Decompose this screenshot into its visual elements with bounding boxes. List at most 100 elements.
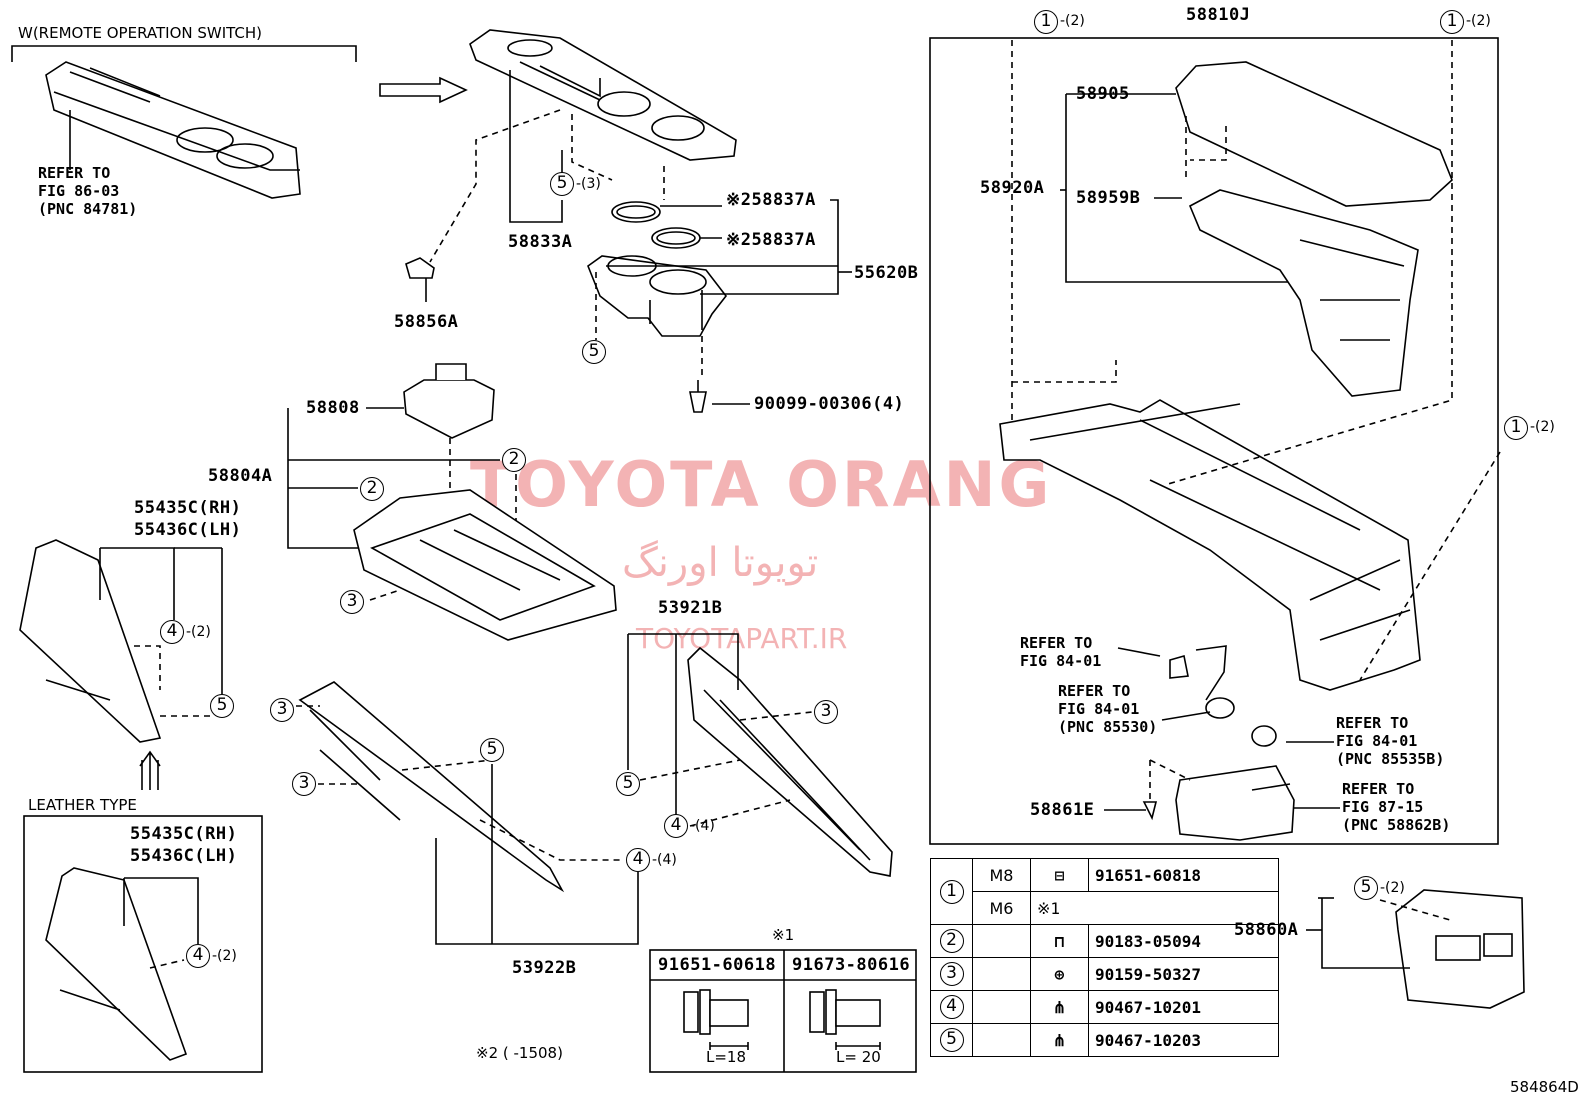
part-55435C-leather[interactable]: 55435C(RH)	[130, 824, 238, 844]
part-58837A-upper[interactable]: ※258837A	[726, 190, 816, 210]
callout-4[interactable]: 4	[664, 814, 688, 838]
legend-part-number[interactable]: ※1	[1030, 891, 1279, 925]
callout-qty: -(3)	[576, 176, 601, 192]
rear-vent-panel-illustration	[1395, 889, 1525, 1009]
upper-console-panel-illustration	[469, 29, 737, 161]
callout-3[interactable]: 3	[340, 590, 364, 614]
part-58837A-lower[interactable]: ※258837A	[726, 230, 816, 250]
watermark-url: TOYOTAPART.IR	[636, 622, 848, 655]
callout-4[interactable]: 4	[626, 848, 650, 872]
watermark-brand: TOYOTA ORANG	[470, 448, 1053, 521]
legend-num-cell: 2	[930, 924, 973, 958]
callout-1[interactable]: 1	[1440, 10, 1464, 34]
refer-fig-87-15[interactable]: REFER TO FIG 87-15 (PNC 58862B)	[1342, 780, 1450, 834]
part-58905[interactable]: 58905	[1076, 84, 1130, 104]
legend-row: 4 ⋔ 90467-10201	[930, 990, 1279, 1024]
legend-callout: 3	[939, 962, 964, 986]
part-58810J[interactable]: 58810J	[1186, 5, 1251, 25]
callout-4[interactable]: 4	[160, 620, 184, 644]
fastener-legend-table: 1 M8 ⊟ 91651-60818 M6 ※1 2 ⊓ 90183-05094…	[930, 858, 1279, 1057]
part-58959B[interactable]: 58959B	[1076, 188, 1141, 208]
callout-5[interactable]: 5	[616, 772, 640, 796]
ref-line: REFER TO	[1020, 634, 1093, 652]
callout-qty: -(2)	[1060, 13, 1085, 29]
console-tray-illustration	[1175, 765, 1295, 841]
side-panel-illustration	[19, 539, 162, 743]
part-58804A[interactable]: 58804A	[208, 466, 273, 486]
legend-callout: 5	[939, 1028, 964, 1052]
part-58861E[interactable]: 58861E	[1030, 800, 1095, 820]
part-58833A[interactable]: 58833A	[508, 232, 573, 252]
legend-row: 3 ⊕ 90159-50327	[930, 957, 1279, 991]
part-55436C-leather[interactable]: 55436C(LH)	[130, 846, 238, 866]
legend-part-number[interactable]: 90183-05094	[1088, 924, 1279, 958]
callout-2[interactable]: 2	[360, 477, 384, 501]
push-clip-icon: ⋔	[1030, 990, 1089, 1024]
legend-part-number[interactable]: 91651-60818	[1088, 858, 1279, 892]
callout-3[interactable]: 3	[814, 700, 838, 724]
part-90099-00306[interactable]: 90099-00306(4)	[754, 394, 905, 414]
legend-size	[972, 957, 1031, 991]
refer-fig-84-01-b[interactable]: REFER TO FIG 84-01 (PNC 85530)	[1058, 682, 1157, 736]
part-58920A[interactable]: 58920A	[980, 178, 1045, 198]
legend-size: M6	[972, 891, 1031, 925]
legend-part-number[interactable]: 90159-50327	[1088, 957, 1279, 991]
ref-line: (PNC 84781)	[38, 200, 138, 218]
legend-row: 2 ⊓ 90183-05094	[930, 924, 1279, 958]
clip-icon: ⊓	[1030, 924, 1089, 958]
callout-5[interactable]: 5	[582, 340, 606, 364]
ref-line: FIG 84-01	[1336, 732, 1418, 750]
callout-3[interactable]: 3	[292, 772, 316, 796]
callout-1[interactable]: 1	[1504, 416, 1528, 440]
cup-holder-illustration	[587, 255, 728, 337]
callout-5[interactable]: 5	[550, 172, 574, 196]
bolt-m8-icon: ⊟	[1030, 858, 1089, 892]
ref-line: REFER TO	[1336, 714, 1409, 732]
callout-5[interactable]: 5	[210, 694, 234, 718]
figure-id: 584864D	[1510, 1078, 1579, 1096]
push-clip-icon: ⋔	[1030, 1023, 1089, 1057]
part-53921B[interactable]: 53921B	[658, 598, 723, 618]
callout-5[interactable]: 5	[480, 738, 504, 762]
console-box-illustration	[999, 399, 1421, 691]
callout-qty: -(2)	[1466, 13, 1491, 29]
part-58856A[interactable]: 58856A	[394, 312, 459, 332]
part-55435C[interactable]: 55435C(RH)	[134, 498, 242, 518]
armrest-lid-illustration	[1175, 61, 1453, 207]
legend-callout: 2	[939, 929, 964, 953]
part-58808[interactable]: 58808	[306, 398, 360, 418]
ref-line: (PNC 85530)	[1058, 718, 1158, 736]
refer-fig-84-01-c[interactable]: REFER TO FIG 84-01 (PNC 85535B)	[1336, 714, 1444, 768]
refer-fig-84-01-a[interactable]: REFER TO FIG 84-01	[1020, 634, 1101, 670]
callout-4[interactable]: 4	[186, 944, 210, 968]
bolt-part-91651-60618[interactable]: 91651-60618	[658, 955, 777, 975]
callout-2[interactable]: 2	[502, 448, 526, 472]
part-53922B[interactable]: 53922B	[512, 958, 577, 978]
console-floor-tray-illustration	[353, 489, 617, 641]
legend-part-number[interactable]: 90467-10201	[1088, 990, 1279, 1024]
legend-row: 5 ⋔ 90467-10203	[930, 1023, 1279, 1057]
callout-1[interactable]: 1	[1034, 10, 1058, 34]
part-55436C[interactable]: 55436C(LH)	[134, 520, 242, 540]
legend-size	[972, 924, 1031, 958]
callout-qty: -(2)	[1530, 419, 1555, 435]
legend-callout: 4	[939, 995, 964, 1019]
ref-line: REFER TO	[1342, 780, 1415, 798]
watermark-persian: تویوتا اورنگ	[622, 540, 819, 586]
bolt-part-91673-80616[interactable]: 91673-80616	[792, 955, 911, 975]
ref-line: FIG 86-03	[38, 182, 120, 200]
refer-fig-86-03[interactable]: REFER TO FIG 86-03 (PNC 84781)	[38, 164, 137, 218]
ref-line: FIG 84-01	[1058, 700, 1140, 718]
callout-5[interactable]: 5	[1354, 876, 1378, 900]
legend-num-cell: 4	[930, 990, 973, 1024]
legend-part-number[interactable]: 90467-10203	[1088, 1023, 1279, 1057]
part-55620B[interactable]: 55620B	[854, 263, 919, 283]
lower-trim-left-illustration	[298, 681, 565, 893]
legend-row: 1 M8 ⊟ 91651-60818	[930, 858, 1279, 925]
bolt-length-a: L=18	[706, 1048, 747, 1066]
note-2: ※2 ( -1508)	[476, 1044, 563, 1062]
callout-3[interactable]: 3	[270, 698, 294, 722]
callout-qty: -(2)	[212, 948, 237, 964]
